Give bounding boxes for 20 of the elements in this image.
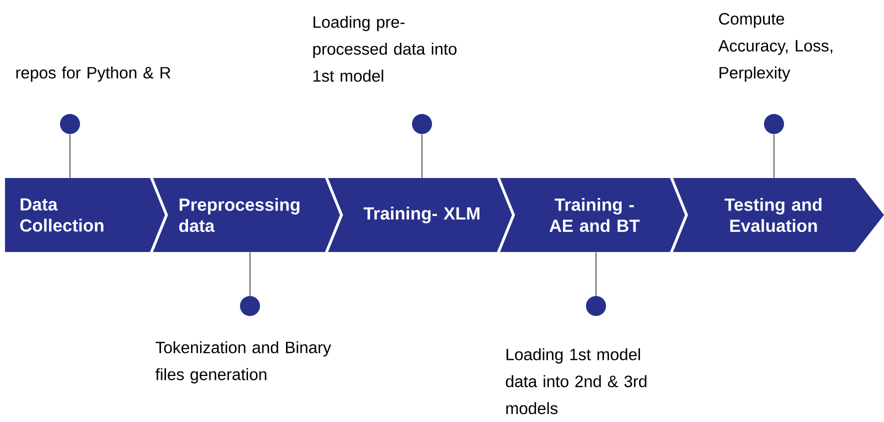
node-label: Data Collection [20,198,104,232]
node-label: Testing and Evaluation [724,198,822,232]
process-step: Training - AE and BT [500,178,685,252]
dot-marker [412,114,432,134]
process-step: Testing and Evaluation [673,178,884,252]
dot-marker [60,114,80,134]
callout-text: Compute Accuracy, Loss, Perplexity [718,13,832,82]
node-label: Preprocessing data [179,198,300,232]
process-step: Preprocessing data [153,178,340,252]
callout-text: Tokenization and Binary files generation [155,341,332,384]
dot-marker [240,296,260,316]
node-label: Training- XLM [364,206,480,224]
callout-text: repos for Python & R [16,66,170,82]
process-step: Data Collection [5,178,165,252]
process-step: Training- XLM [328,178,512,252]
callout-text: Loading 1st model data into 2nd & 3rd models [506,348,646,414]
dot-marker [586,296,606,316]
node-label: Training - AE and BT [550,198,640,232]
callout-text: Loading pre-processed data into 1st model [313,16,456,82]
dot-marker [764,114,784,134]
